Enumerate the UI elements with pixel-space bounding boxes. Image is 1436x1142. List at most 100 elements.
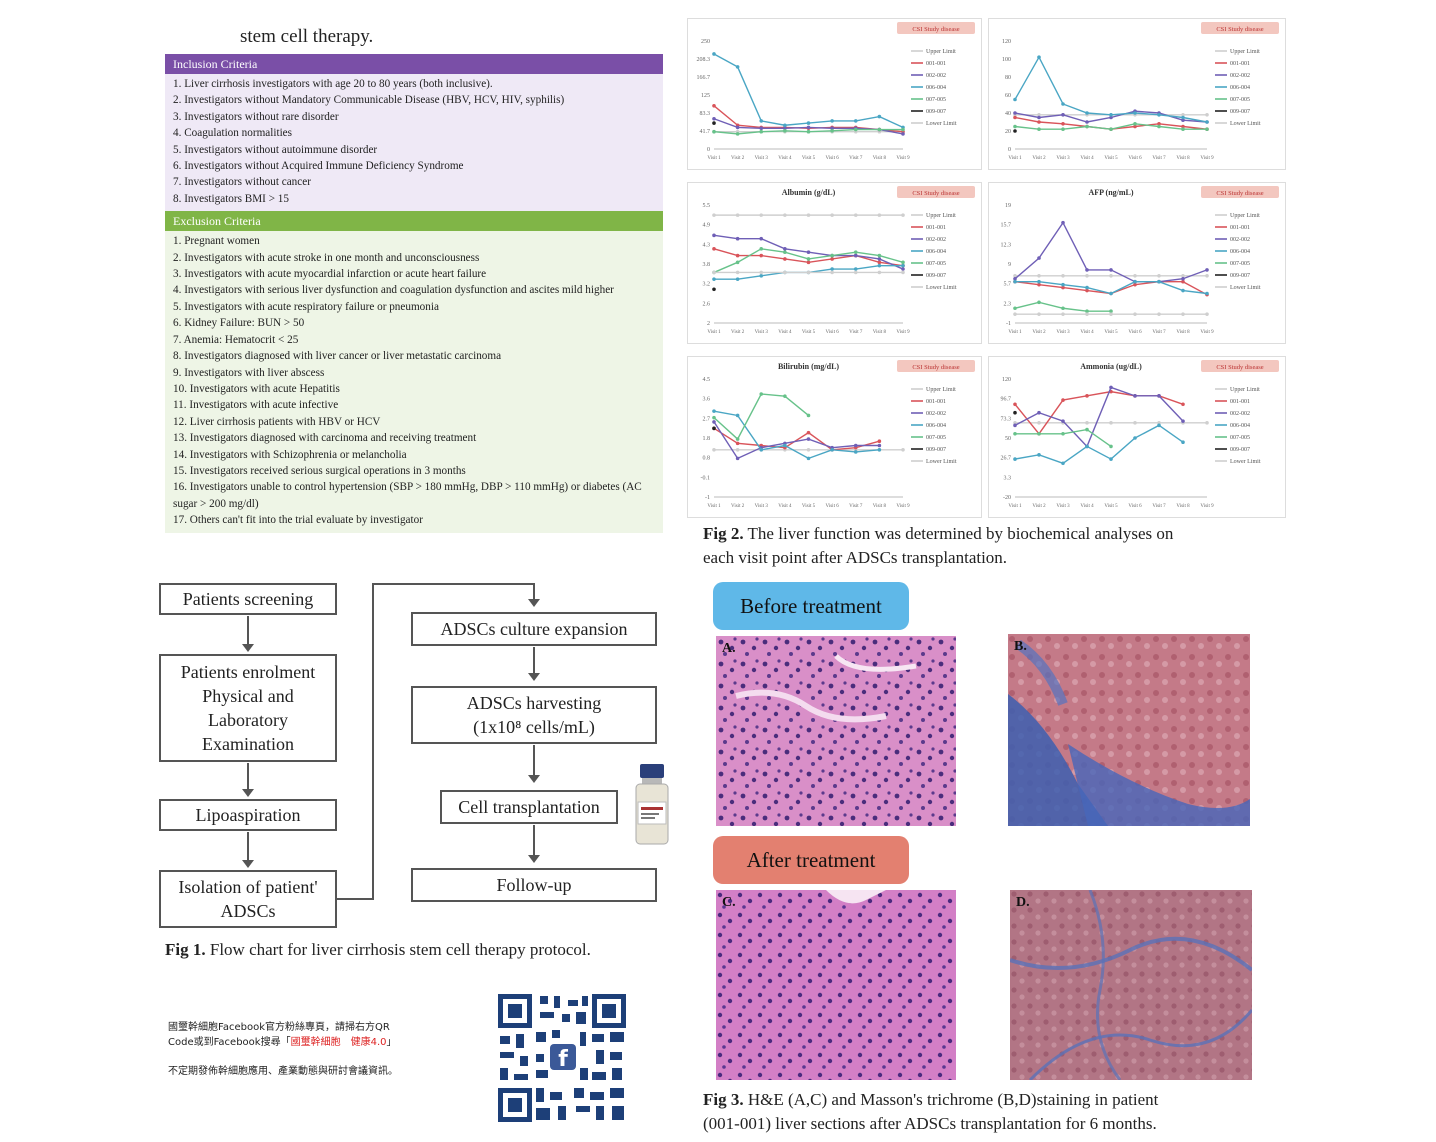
data-point — [1061, 220, 1065, 225]
exclusion-header: Exclusion Criteria — [165, 211, 663, 232]
data-point — [806, 213, 811, 217]
legend-label: 006-004 — [926, 249, 946, 255]
data-point — [783, 129, 787, 133]
list-item: 4. Investigators with serious liver dysf… — [173, 284, 614, 297]
y-tick-label: 40 — [1005, 111, 1011, 117]
x-tick-label: Visit 6 — [826, 156, 840, 161]
inclusion-list: 1. Liver cirrhosis investigators with ag… — [165, 74, 663, 212]
x-tick-label: Visit 8 — [873, 330, 887, 335]
data-point — [1013, 279, 1017, 284]
x-tick-label: Visit 3 — [1056, 504, 1070, 509]
data-point — [1037, 127, 1041, 131]
x-tick-label: Visit 8 — [1176, 330, 1190, 335]
line-chart: Albumin (g/dL)CSI Study disease22.63.23.… — [703, 186, 975, 335]
data-point — [1037, 431, 1041, 436]
legend-label: 009-007 — [926, 273, 946, 279]
legend-label: Lower Limit — [926, 459, 957, 465]
data-point — [1013, 129, 1017, 133]
data-point — [712, 129, 716, 134]
data-point — [853, 253, 858, 258]
legend-label: 002-002 — [926, 73, 946, 79]
data-point — [1061, 102, 1065, 106]
legend-label: 007-005 — [1230, 261, 1250, 267]
x-tick-label: Visit 6 — [826, 504, 840, 509]
y-tick-label: 208.3 — [697, 57, 711, 63]
x-tick-label: Visit 5 — [1104, 330, 1118, 335]
data-point — [1133, 111, 1137, 115]
data-point — [1037, 274, 1041, 278]
fig2-caption: Fig 2. The liver function was determined… — [703, 522, 1173, 570]
data-point — [1181, 124, 1185, 129]
data-point — [1061, 398, 1065, 402]
vial-icon — [635, 764, 669, 845]
legend-label: 006-004 — [926, 423, 946, 429]
data-point — [1133, 122, 1137, 126]
study-tag — [1201, 22, 1279, 34]
data-point — [1085, 394, 1089, 398]
data-point — [1037, 453, 1041, 457]
list-item: 13. Investigators diagnosed with carcino… — [173, 432, 477, 445]
list-item: 1. Liver cirrhosis investigators with ag… — [173, 78, 493, 90]
promo-text: 」 — [386, 1037, 397, 1048]
x-tick-label: Visit 8 — [1176, 504, 1190, 509]
data-point — [853, 119, 858, 123]
data-point — [712, 448, 716, 452]
data-point — [1061, 431, 1065, 436]
x-tick-label: Visit 1 — [1008, 504, 1022, 509]
x-tick-label: Visit 2 — [731, 156, 745, 161]
study-tag — [897, 186, 975, 198]
data-point — [1181, 279, 1185, 284]
data-point — [1133, 274, 1137, 278]
legend-label: 009-007 — [926, 447, 946, 453]
x-tick-label: Visit 3 — [755, 330, 769, 335]
data-point — [735, 448, 740, 452]
line-chart: Ammonia (ug/dL)CSI Study disease-203.326… — [1001, 360, 1279, 509]
legend-label: 002-002 — [1230, 73, 1250, 79]
legend-label: Lower Limit — [1230, 459, 1261, 465]
svg-text:f: f — [558, 1047, 568, 1072]
data-point — [783, 250, 787, 254]
flow-arrow — [242, 763, 254, 797]
list-item: 2. Investigators without Mandatory Commu… — [173, 94, 565, 107]
qr-code-icon[interactable]: f — [496, 992, 628, 1124]
legend-label: 001-001 — [926, 225, 946, 231]
data-point — [712, 213, 716, 217]
data-point — [1133, 312, 1137, 316]
y-tick-label: 125 — [701, 93, 710, 99]
x-tick-label: Visit 7 — [849, 330, 863, 335]
fig1-text: Flow chart for liver cirrhosis stem cell… — [205, 940, 591, 959]
y-tick-label: 0.8 — [703, 456, 711, 462]
data-point — [877, 127, 882, 132]
data-point — [1037, 55, 1041, 59]
data-point — [759, 236, 764, 241]
flow-arrow — [242, 832, 254, 868]
y-tick-label: 15.7 — [1001, 223, 1012, 229]
y-tick-label: 4.9 — [703, 223, 711, 229]
study-tag-label: CSI Study disease — [1216, 364, 1263, 371]
panel-label-a: A. — [722, 641, 736, 656]
data-point — [853, 213, 858, 217]
data-point — [1157, 122, 1161, 126]
data-point — [783, 257, 787, 261]
data-point — [1205, 421, 1209, 425]
data-point — [735, 236, 740, 241]
x-tick-label: Visit 8 — [873, 504, 887, 509]
data-point — [1085, 111, 1089, 115]
caption-line: each visit point after ADSCs transplanta… — [703, 548, 1008, 567]
legend-label: Upper Limit — [1230, 213, 1260, 219]
data-point — [783, 213, 787, 217]
legend-label: 006-004 — [1230, 249, 1250, 255]
flow-label: Cell transplantation — [458, 797, 600, 817]
list-item: 7. Investigators without cancer — [173, 176, 311, 189]
data-point — [1013, 423, 1017, 428]
flow-label: ADSCs culture expansion — [440, 619, 628, 639]
study-tag — [897, 22, 975, 34]
facebook-promo-text: 國璽幹細胞Facebook官方粉絲專頁，請掃右方QR Code或到Faceboo… — [168, 1020, 398, 1079]
x-tick-label: Visit 4 — [778, 504, 792, 509]
legend-label: 009-007 — [1230, 273, 1250, 279]
legend-label: 001-001 — [1230, 399, 1250, 405]
list-item: 16. Investigators unable to control hype… — [173, 481, 642, 510]
